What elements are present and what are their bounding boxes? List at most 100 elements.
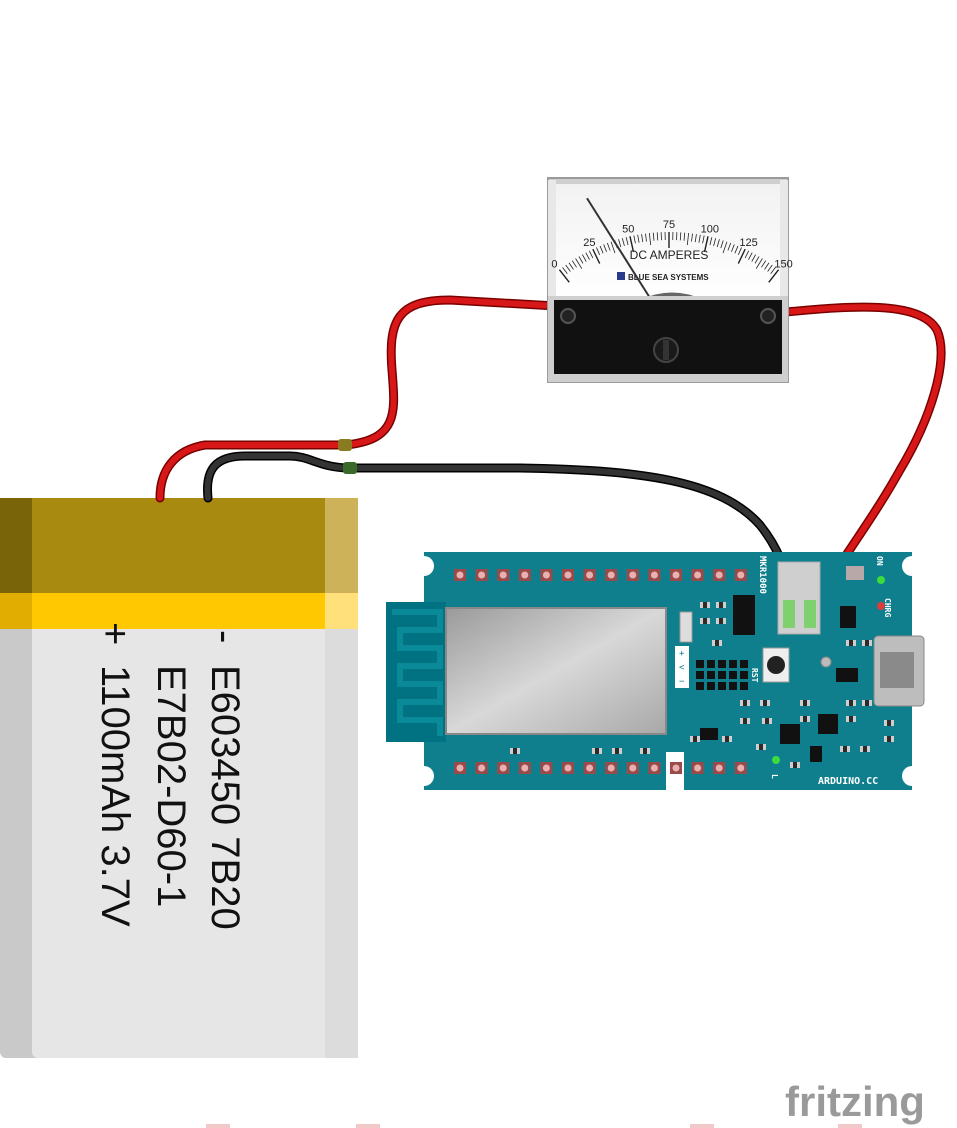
antenna-trace xyxy=(392,609,443,736)
minor-tick xyxy=(698,234,701,243)
battery-negative-wire[interactable] xyxy=(204,453,353,501)
minor-tick xyxy=(755,258,763,269)
on-led-icon xyxy=(877,576,885,584)
arduino-mkr1000-board: MKR1000 ON CHRG RST + < − L ARDUINO.CC xyxy=(386,552,925,792)
minor-tick xyxy=(625,237,629,246)
ammeter-scale xyxy=(558,232,780,283)
ammeter-output-wire[interactable] xyxy=(783,304,945,601)
minor-tick xyxy=(764,262,770,270)
minor-tick xyxy=(588,250,594,259)
major-tick xyxy=(703,236,709,253)
top-header-pins xyxy=(454,569,747,581)
icsp-header xyxy=(696,660,748,690)
icsp-pin xyxy=(696,660,704,668)
scale-label: 150 xyxy=(774,258,792,270)
ammeter-base xyxy=(554,300,782,374)
minor-tick xyxy=(686,233,690,246)
minor-tick xyxy=(571,260,577,268)
minor-tick xyxy=(603,244,607,253)
fritzing-watermark: fritzing xyxy=(785,1078,925,1125)
svg-text:<: < xyxy=(679,663,685,673)
scale-label: 0 xyxy=(551,258,557,270)
icsp-pin xyxy=(718,660,726,668)
minor-tick xyxy=(606,242,611,251)
ammeter-needle xyxy=(586,197,651,299)
reset-button[interactable] xyxy=(767,656,785,674)
minor-tick xyxy=(709,237,713,246)
black-splice xyxy=(343,462,357,474)
icsp-pin xyxy=(696,671,704,679)
scale-label: 25 xyxy=(583,237,595,249)
l-led-label: L xyxy=(770,774,779,779)
minor-tick xyxy=(720,240,724,249)
crypto-chip xyxy=(818,714,838,734)
minor-tick xyxy=(748,252,753,260)
svg-text:−: − xyxy=(679,677,685,687)
minor-tick xyxy=(645,233,647,242)
minor-tick xyxy=(731,244,735,253)
ammeter-unit-label: DC AMPERES xyxy=(630,248,709,262)
minor-tick xyxy=(648,233,652,246)
chrg-led-icon xyxy=(877,602,885,610)
major-tick xyxy=(558,269,570,283)
chrg-led-label: CHRG xyxy=(883,598,892,617)
minor-tick xyxy=(744,250,750,259)
ammeter-input-wire[interactable] xyxy=(342,296,559,448)
battery-top-band xyxy=(0,498,358,593)
minor-tick xyxy=(722,241,728,254)
icsp-pin xyxy=(729,671,737,679)
minor-tick xyxy=(581,254,587,262)
minor-tick xyxy=(761,260,767,268)
smd-components xyxy=(510,602,894,768)
minor-tick xyxy=(578,256,584,264)
icsp-pin xyxy=(729,660,737,668)
battery-positive-wire[interactable] xyxy=(157,442,348,501)
minor-tick xyxy=(694,234,697,243)
icsp-pin xyxy=(729,682,737,690)
scale-label: 75 xyxy=(663,219,675,231)
minor-tick xyxy=(633,235,636,244)
scale-label: 50 xyxy=(622,224,634,236)
icsp-pin xyxy=(718,671,726,679)
wires xyxy=(155,295,946,603)
minor-tick xyxy=(770,267,776,274)
icsp-pin xyxy=(707,660,715,668)
icsp-pin xyxy=(740,682,748,690)
minor-tick xyxy=(656,232,659,241)
minor-tick xyxy=(713,238,717,247)
major-tick xyxy=(592,248,601,264)
red-splice xyxy=(338,439,352,451)
left-terminal-screw xyxy=(560,308,576,324)
minor-tick xyxy=(716,239,720,248)
major-tick xyxy=(737,248,746,264)
icsp-pin xyxy=(718,682,726,690)
minor-tick xyxy=(737,247,742,255)
ammeter-brand-label: BLUE SEA SYSTEMS xyxy=(628,273,709,282)
board-name-label: MKR1000 xyxy=(757,556,767,594)
ammeter-scale-labels: 0 25 50 75 100 125 150 xyxy=(551,219,792,270)
l-led-icon xyxy=(772,756,780,764)
lipo-battery: - E603450 7B20 E7B02-D60-1 + 1100mAh 3.7… xyxy=(0,498,358,1058)
minor-tick xyxy=(727,242,732,251)
minor-tick xyxy=(585,252,590,260)
minor-tick xyxy=(683,232,686,241)
minor-tick xyxy=(618,239,622,248)
minor-tick xyxy=(734,245,739,254)
minor-tick xyxy=(621,238,625,247)
scale-label: 100 xyxy=(701,224,719,236)
minor-tick xyxy=(596,247,601,255)
minor-tick xyxy=(679,232,682,241)
major-tick xyxy=(768,269,780,283)
minor-tick xyxy=(562,267,568,274)
dc-ammeter: 0 25 50 75 100 125 150 DC AMPERES BLUE S… xyxy=(547,177,793,383)
right-terminal-screw xyxy=(760,308,776,324)
battery-text-line3: 1100mAh 3.7V xyxy=(93,665,137,927)
minor-tick xyxy=(568,262,574,270)
battery-body xyxy=(32,498,358,1058)
battery-text-line1: E603450 7B20 xyxy=(203,665,247,930)
scale-label: 125 xyxy=(739,237,757,249)
minor-tick xyxy=(652,232,655,241)
minor-tick xyxy=(702,235,705,244)
minor-tick xyxy=(751,254,757,262)
